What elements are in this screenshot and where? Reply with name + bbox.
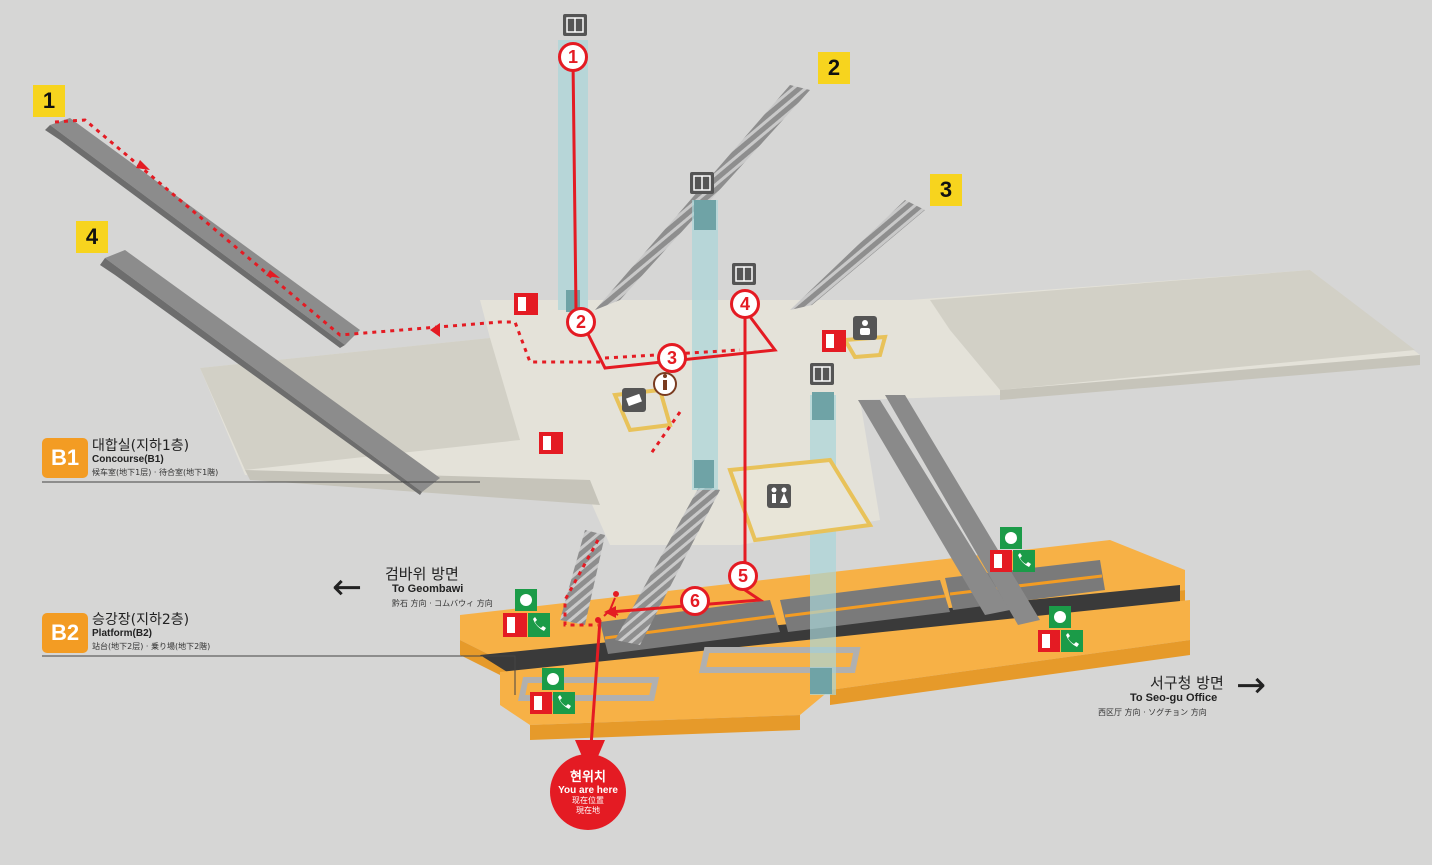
route-step-1: 1 <box>558 42 588 72</box>
floor-name-b1-en: Concourse(B1) <box>92 454 164 465</box>
fire-extinguisher-icon <box>503 613 527 637</box>
stairs-exit-2 <box>595 85 810 310</box>
elevator-icon <box>563 14 587 36</box>
elevator-icon <box>732 263 756 285</box>
fire-extinguisher-icon <box>530 692 552 714</box>
gas-mask-icon <box>1000 527 1022 549</box>
route-step-2: 2 <box>566 307 596 337</box>
direction-left-sub: 黔石 方向 · コムバウィ 方向 <box>392 599 493 608</box>
emergency-phone-icon <box>1061 630 1083 652</box>
you-are-here-en: You are here <box>558 785 618 796</box>
floor-name-b2-ko: 승강장(지하2층) <box>92 612 190 628</box>
floor-badge-b2: B2 <box>42 613 88 653</box>
direction-right-sub: 西区厅 方向 · ソグチョン 方向 <box>1098 708 1207 717</box>
fire-extinguisher-icon <box>1038 630 1060 652</box>
exit-badge-3: 3 <box>930 174 962 206</box>
elevator-icon <box>810 363 834 385</box>
emergency-phone-icon <box>1013 550 1035 572</box>
you-are-here-ja: 現在地 <box>576 806 600 815</box>
exit-badge-1: 1 <box>33 85 65 117</box>
fire-extinguisher-icon <box>990 550 1012 572</box>
gas-mask-icon <box>1049 606 1071 628</box>
direction-right-en: To Seo-gu Office <box>1130 692 1218 704</box>
exit-badge-4: 4 <box>76 221 108 253</box>
exit-badge-2: 2 <box>818 52 850 84</box>
arrow-right-icon: → <box>1236 665 1267 706</box>
information-icon <box>653 372 677 396</box>
floor-name-b1-ko: 대합실(지하1층) <box>92 438 190 454</box>
you-are-here-ko: 현위치 <box>570 770 606 785</box>
you-are-here-zh: 现在位置 <box>572 796 604 805</box>
person-icon <box>595 591 619 623</box>
route-step-4: 4 <box>730 289 760 319</box>
facility-outlines <box>612 334 888 543</box>
restroom-icon <box>767 484 791 508</box>
direction-right-ko: 서구청 방면 <box>1150 674 1224 692</box>
baby-room-icon <box>853 316 877 340</box>
direction-left-ko: 검바위 방면 <box>385 565 459 583</box>
floor-name-b2-en: Platform(B2) <box>92 628 153 639</box>
escalator-exit-4 <box>100 250 440 495</box>
fire-extinguisher-icon <box>539 432 563 454</box>
route-step-5: 5 <box>728 561 758 591</box>
stairs-exit-3 <box>790 200 925 310</box>
ticket-machine-icon <box>622 388 646 412</box>
floor-badge-b1: B1 <box>42 438 88 478</box>
direction-left-en: To Geombawi <box>392 583 464 595</box>
route-step-3: 3 <box>657 343 687 373</box>
fire-extinguisher-icon <box>822 330 846 352</box>
floor-name-b2-sub: 站台(地下2层) · 乗り場(地下2階) <box>92 642 211 651</box>
fire-extinguisher-icon <box>514 293 538 315</box>
gas-mask-icon <box>542 668 564 690</box>
arrow-left-icon: ← <box>332 567 363 608</box>
b2-rule <box>42 655 516 695</box>
emergency-phone-icon <box>553 692 575 714</box>
floor-name-b1-sub: 候车室(地下1层) · 待合室(地下1階) <box>92 468 219 477</box>
gas-mask-icon <box>515 589 537 611</box>
route-step-6: 6 <box>680 586 710 616</box>
emergency-phone-icon <box>528 613 550 637</box>
elevator-icon <box>690 172 714 194</box>
you-are-here-marker: 현위치 You are here 现在位置 現在地 <box>550 754 626 830</box>
elevator-shafts <box>558 40 836 695</box>
